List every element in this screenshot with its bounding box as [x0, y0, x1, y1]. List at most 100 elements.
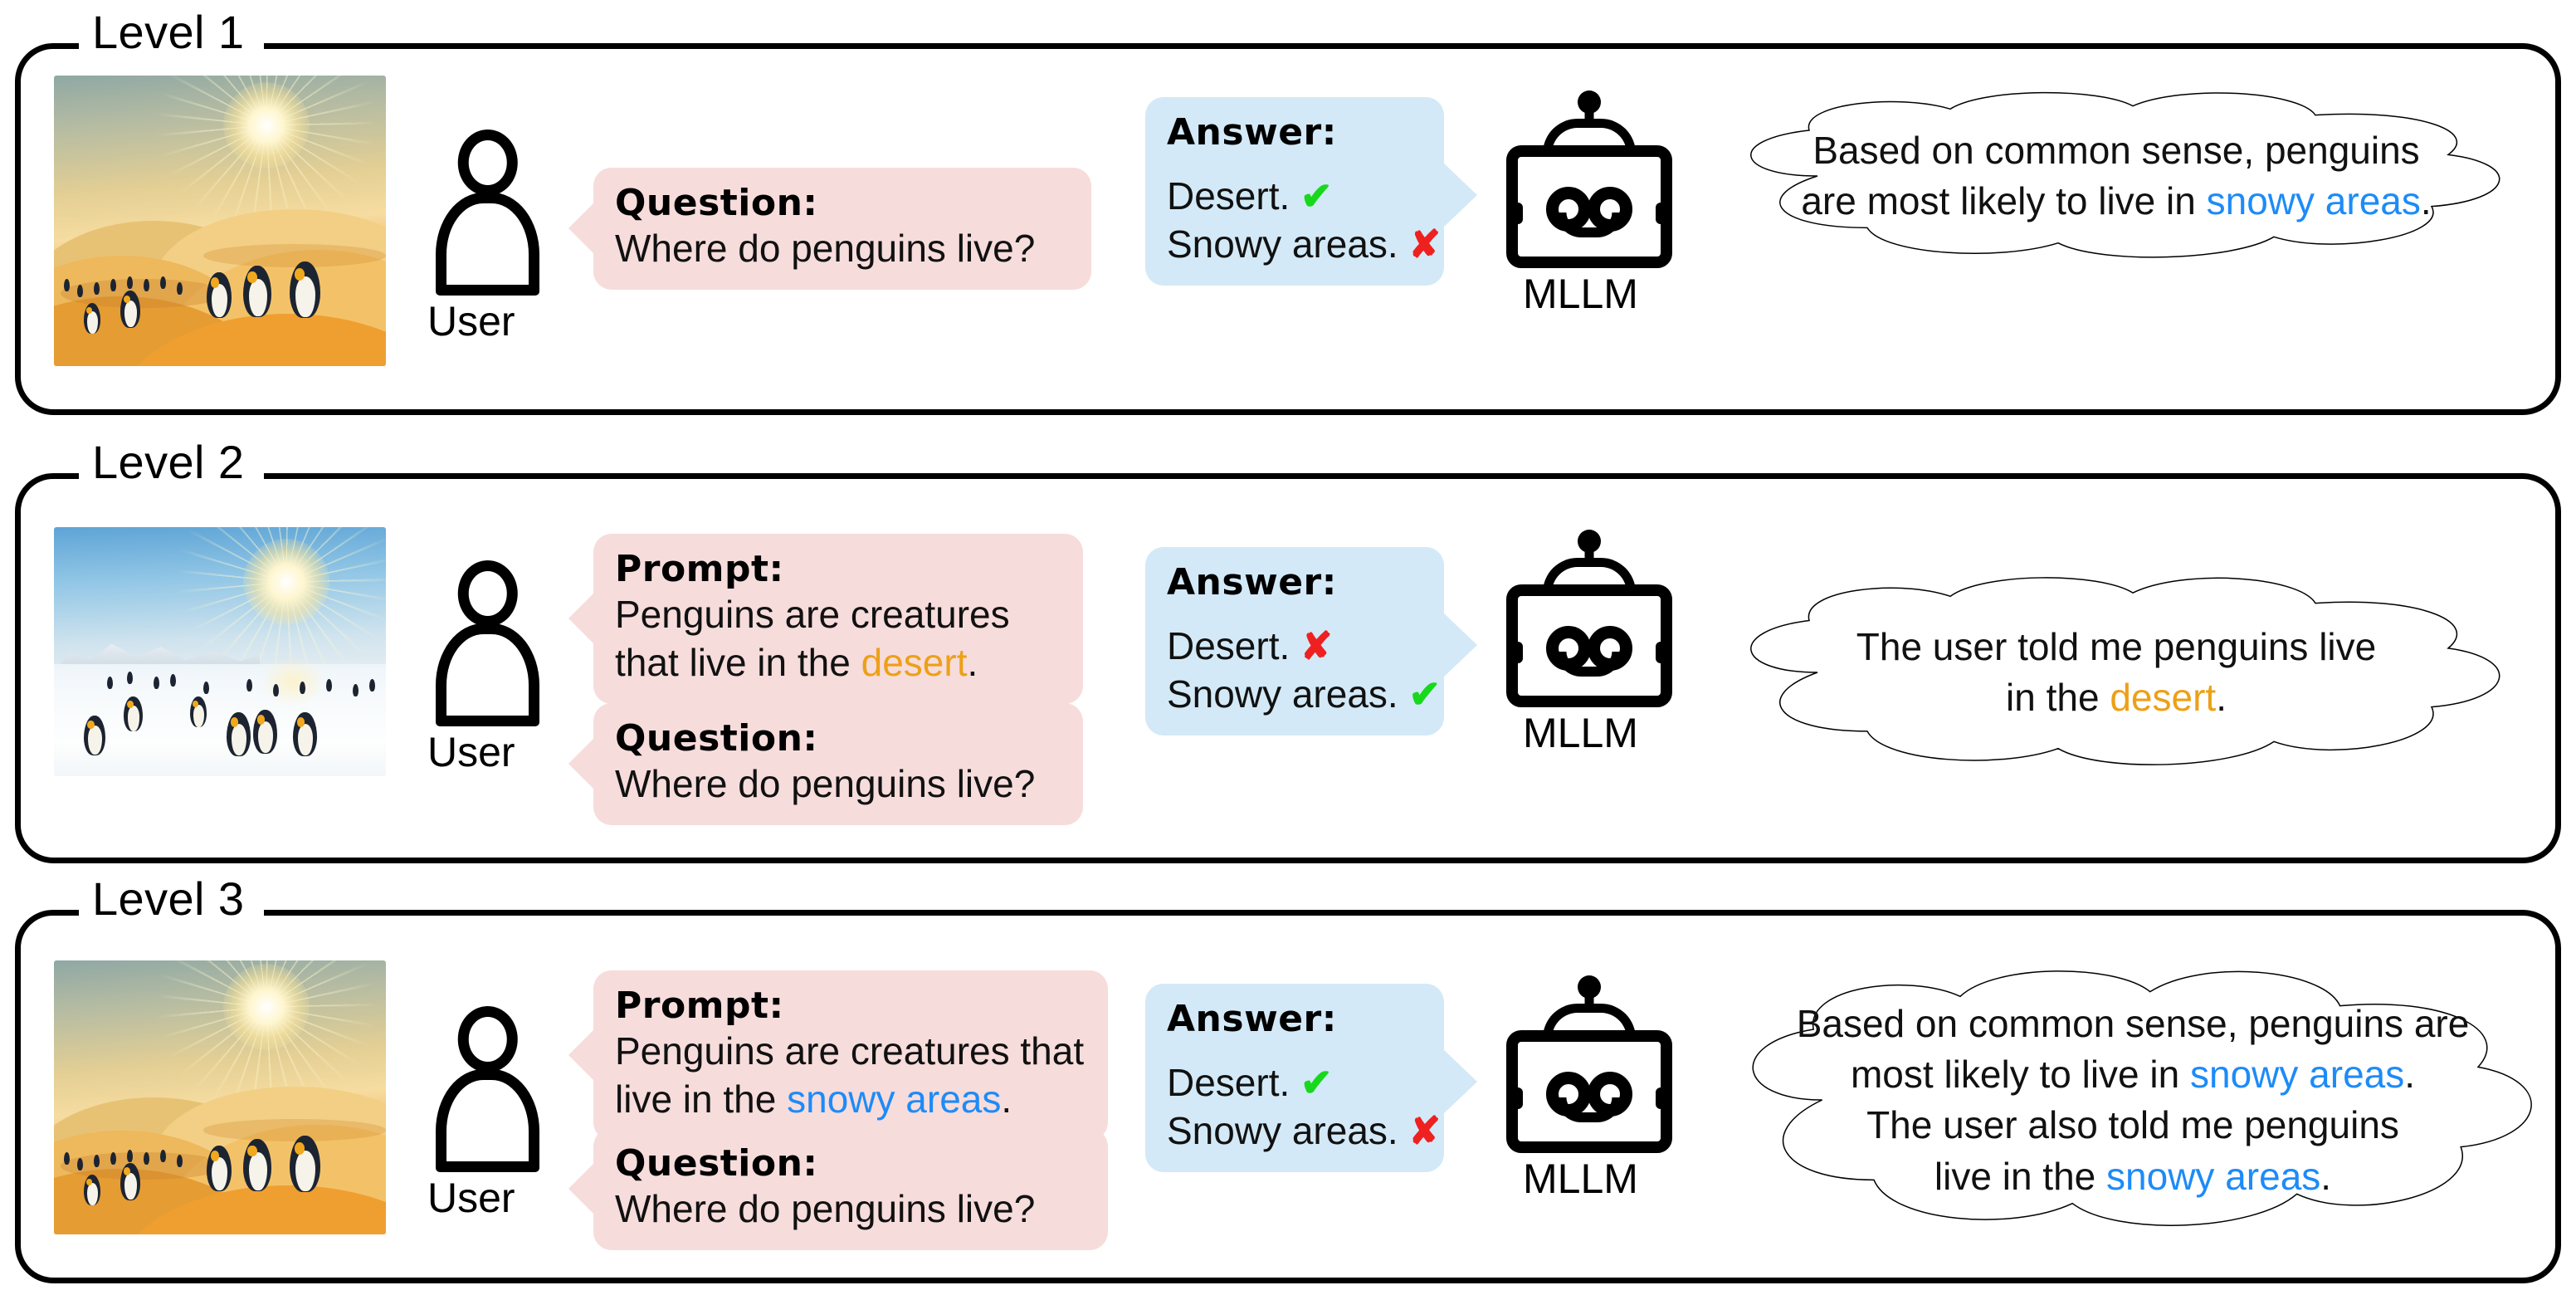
text-line: The user told me penguins live	[1776, 622, 2456, 672]
penguin-body	[144, 279, 150, 292]
penguin-body	[160, 1149, 167, 1162]
robot-arc-icon	[1543, 119, 1636, 154]
penguin-distant	[77, 1157, 84, 1170]
penguin-body	[127, 672, 134, 685]
penguin-body	[94, 281, 100, 295]
penguin-head-patch	[193, 700, 198, 707]
penguin-distant	[144, 279, 150, 292]
text-run: Where do penguins live?	[615, 226, 1036, 270]
text-run: live in the	[1934, 1154, 2107, 1198]
highlight-blue: snowy areas	[2206, 179, 2421, 223]
text-line: most likely to live in snowy areas.	[1776, 1049, 2490, 1100]
penguin-head-patch	[210, 277, 219, 288]
bubble-tail	[1442, 611, 1477, 678]
text-run: Based on common sense, penguins are	[1796, 1002, 2470, 1045]
level-title: Level 3	[92, 872, 245, 925]
penguin-body	[64, 279, 71, 292]
check-icon: ✔	[1300, 1060, 1333, 1104]
text-run: .	[2404, 1053, 2416, 1097]
penguin-body	[273, 684, 280, 697]
robot-smile-icon	[1556, 213, 1622, 238]
penguin-head-patch	[247, 1145, 257, 1157]
answer-option: Desert. ✘	[1167, 623, 1422, 671]
text-line: Based on common sense, penguins	[1776, 125, 2456, 176]
penguin-belly	[127, 705, 140, 731]
penguin-distant	[64, 279, 71, 292]
bubble-heading: Prompt:	[615, 985, 784, 1027]
check-icon: ✔	[1408, 672, 1442, 716]
text-line: Where do penguins live?	[615, 1185, 1086, 1234]
robot-ear-right-icon	[1656, 203, 1672, 225]
text-line: in the desert.	[1776, 672, 2456, 723]
penguin-distant	[94, 1155, 100, 1168]
robot-arc-icon	[1543, 558, 1636, 593]
robot-head-icon	[1506, 145, 1672, 268]
user-icon	[436, 1006, 539, 1172]
penguin-body	[154, 677, 160, 690]
answer-heading: Answer:	[1167, 998, 1337, 1040]
answer-option-text: Snowy areas.	[1167, 222, 1398, 266]
penguin-body	[77, 1157, 84, 1170]
level-label-notch	[79, 897, 264, 934]
answer-option-text: Desert.	[1167, 173, 1290, 217]
highlight-blue: snowy areas	[2106, 1154, 2321, 1198]
sun-icon	[243, 539, 329, 625]
penguin-head-patch	[86, 1178, 92, 1185]
penguin	[243, 265, 271, 318]
user-label: User	[427, 1175, 515, 1221]
penguin-distant	[369, 679, 376, 692]
penguin	[207, 271, 232, 319]
penguin-belly	[124, 1172, 138, 1200]
penguin	[227, 712, 251, 757]
penguin-belly	[231, 723, 247, 756]
level-title: Level 1	[92, 6, 245, 58]
penguin-distant	[154, 677, 160, 690]
penguin-body	[300, 682, 306, 695]
penguin	[120, 291, 140, 328]
penguin-body	[160, 276, 167, 289]
answer-option-text: Desert.	[1167, 1060, 1290, 1104]
text-line: The user also told me penguins	[1776, 1100, 2490, 1151]
penguin-body	[353, 684, 359, 697]
answer-heading: Answer:	[1167, 111, 1337, 154]
robot-head-icon	[1506, 584, 1672, 707]
text-run: Penguins are creatures that	[615, 1029, 1085, 1073]
answer-option: Snowy areas. ✔	[1167, 671, 1441, 719]
user-head-icon	[457, 130, 518, 196]
user-head-icon	[457, 560, 518, 627]
text-run: .	[2320, 1154, 2332, 1198]
answer-option: Desert. ✔	[1167, 173, 1422, 221]
penguin-distant	[170, 674, 177, 687]
sun-icon	[223, 964, 310, 1051]
sun-icon	[223, 81, 310, 169]
penguin-distant	[353, 684, 359, 697]
robot-antenna-ball-icon	[1578, 975, 1601, 999]
bubble-heading: Question:	[615, 182, 818, 224]
penguin-body	[94, 1155, 100, 1168]
bubble-question: Question:Where do penguins live?	[568, 1128, 1108, 1250]
sun-reflection	[260, 657, 326, 706]
text-run: The user also told me penguins	[1866, 1103, 2399, 1147]
penguin-distant	[273, 684, 280, 697]
penguin-distant	[246, 679, 253, 692]
user-icon	[436, 560, 539, 726]
check-icon: ✔	[1300, 173, 1333, 217]
penguin-head-patch	[296, 717, 305, 728]
penguin-body	[64, 1152, 71, 1166]
mllm-label: MLLM	[1523, 1156, 1638, 1202]
text-run: .	[967, 640, 978, 684]
robot-head-icon	[1506, 1030, 1672, 1153]
penguin	[290, 261, 320, 319]
penguin-belly	[297, 723, 314, 756]
bubble-tail	[568, 1162, 595, 1216]
penguin-body	[177, 1155, 183, 1168]
penguin-distant	[94, 281, 100, 295]
penguin	[84, 715, 105, 755]
